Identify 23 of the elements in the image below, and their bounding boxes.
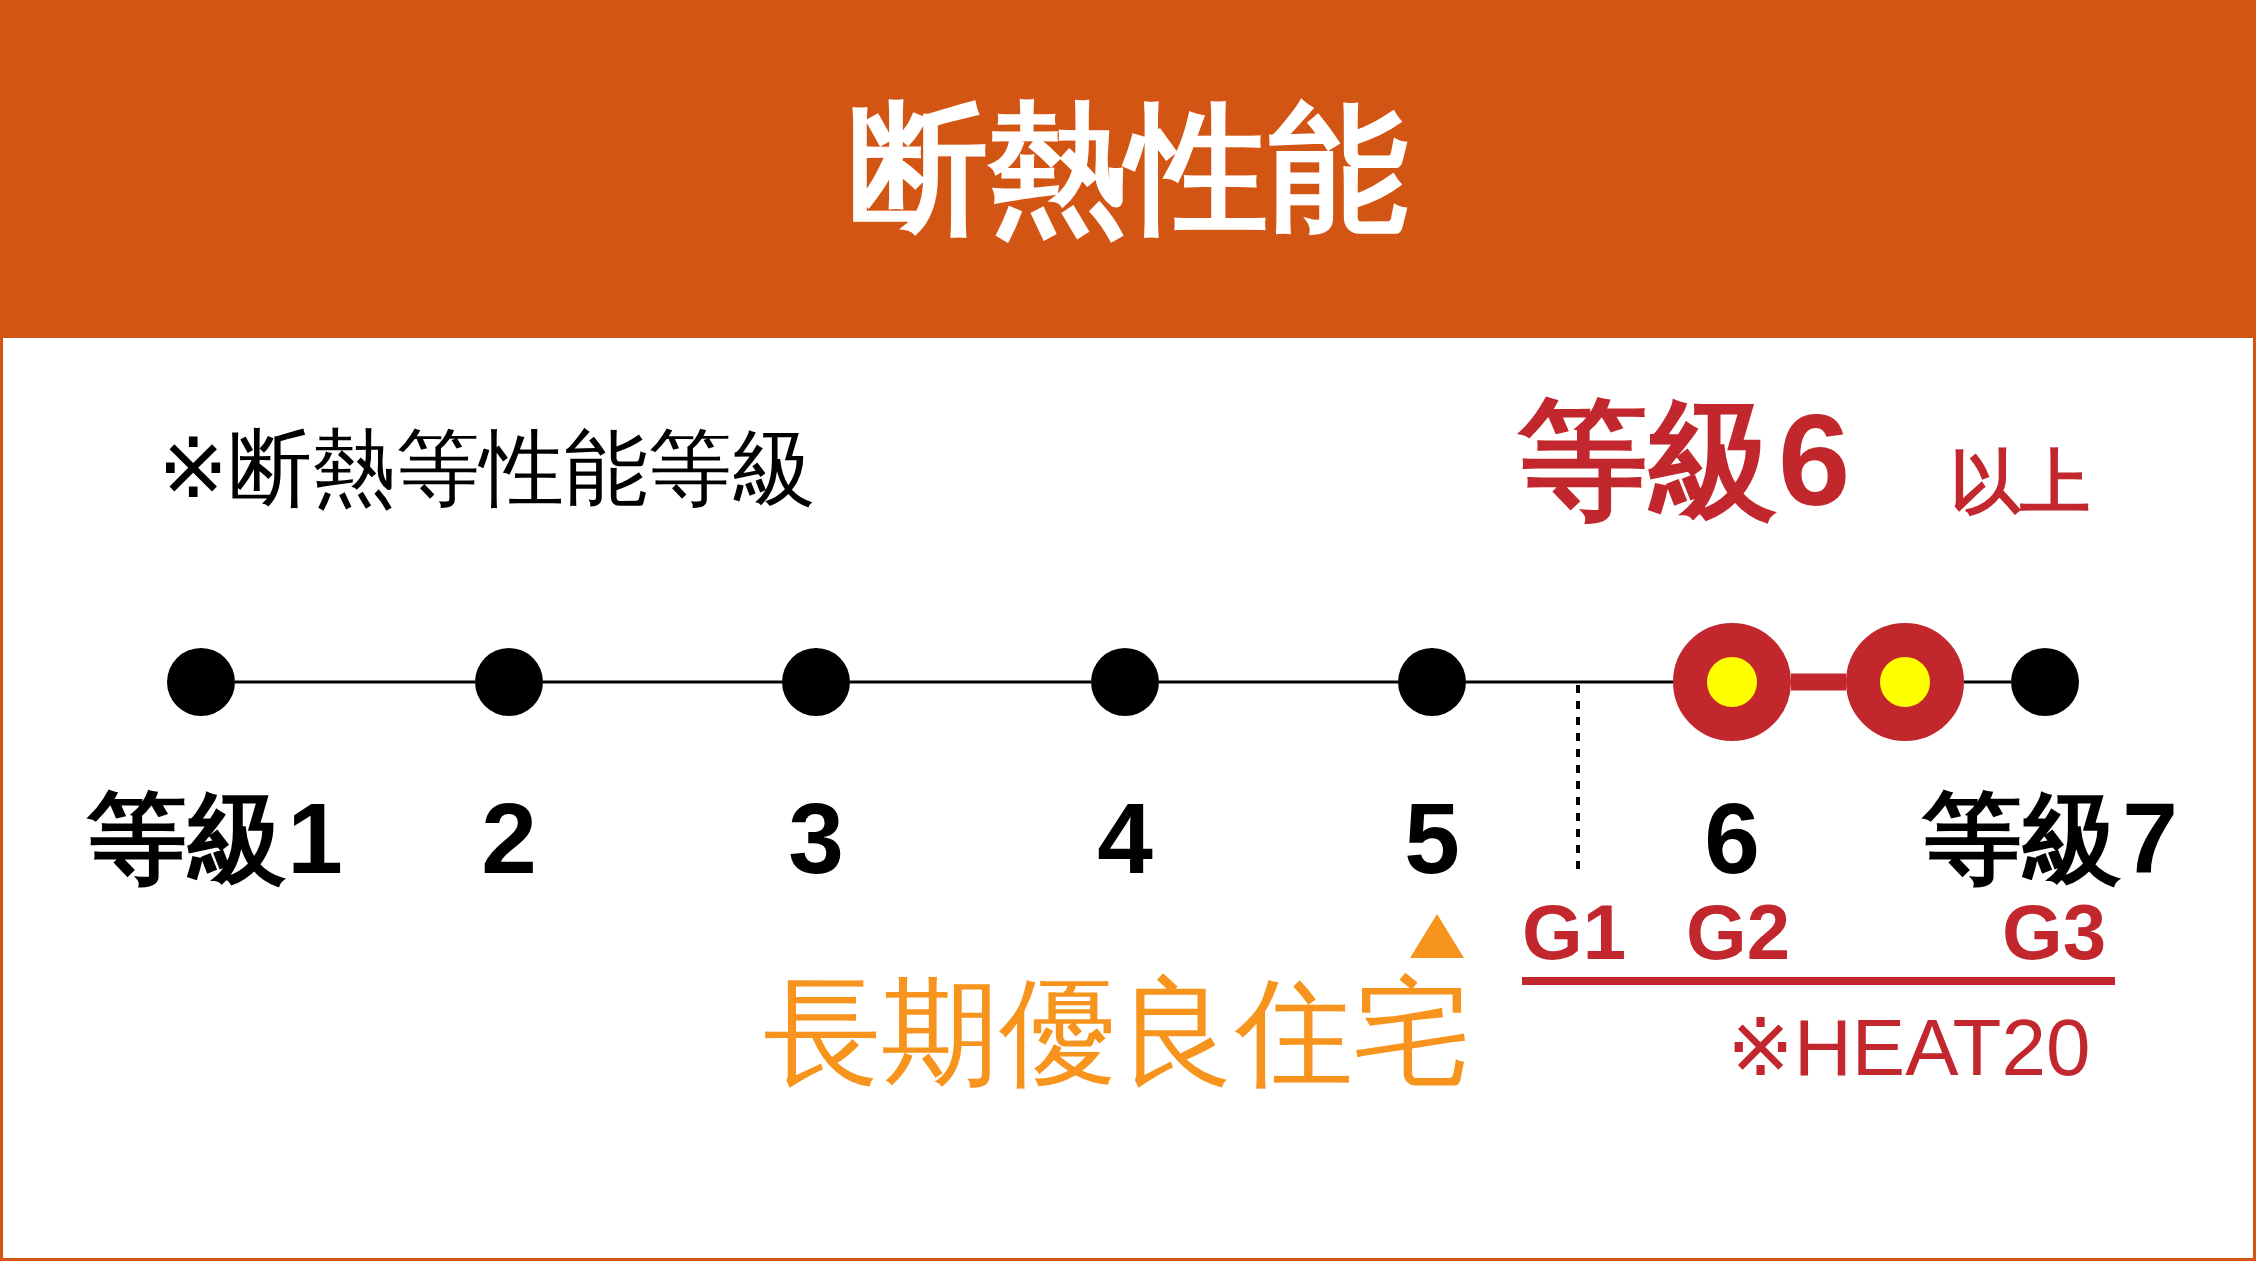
- grade-label: 等級1: [87, 788, 343, 888]
- connector-line: [1791, 673, 1846, 691]
- standard-note: ※HEAT20: [1727, 1008, 2091, 1088]
- grade-label: 5: [1404, 788, 1460, 888]
- connector-line: [1159, 680, 1398, 684]
- grade-heading: 等級6: [1518, 395, 1851, 525]
- grade-label: 等級7: [1922, 788, 2178, 888]
- grade-label: 4: [1097, 788, 1153, 888]
- connector-line: [235, 680, 475, 684]
- g-grade-label: G2: [1686, 893, 1791, 971]
- grade-heading-suffix: 以上: [1950, 447, 2090, 517]
- connector-line: [543, 680, 782, 684]
- title: 断熱性能: [847, 89, 1409, 249]
- g-grade-label: G1: [1522, 893, 1627, 971]
- connector-line: [850, 680, 1091, 684]
- scale-caption: ※断熱等性能等級: [158, 426, 817, 510]
- grade-label: 2: [481, 788, 537, 888]
- grade-label: 3: [788, 788, 844, 888]
- connector-line: [1466, 680, 1673, 684]
- long-life-housing-label: 長期優良住宅: [763, 973, 1471, 1091]
- grade-label: 6: [1704, 788, 1760, 888]
- g-grade-label: G3: [2002, 893, 2107, 971]
- connector-line: [1964, 680, 2011, 684]
